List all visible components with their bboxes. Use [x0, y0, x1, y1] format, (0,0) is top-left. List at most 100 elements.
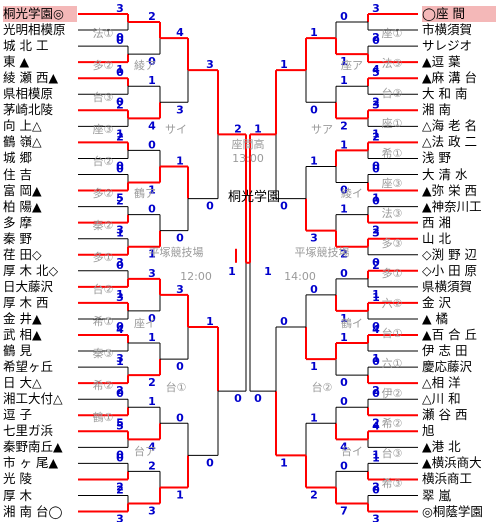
- score: 0: [372, 159, 380, 172]
- team-name-right: ◇渕 野 辺: [422, 246, 478, 262]
- team-name-left: 市 ヶ 尾▲: [3, 455, 59, 471]
- venue-label: 台ア: [134, 444, 156, 458]
- team-name-right: 県横須賀: [422, 278, 473, 294]
- team-name-right: 瀬 谷 西: [422, 407, 468, 423]
- score: 2: [372, 416, 380, 429]
- team-name-left: 向 上△: [3, 118, 42, 134]
- score: 5: [116, 192, 124, 205]
- team-name-left: 住 吉: [3, 166, 32, 182]
- venue-label: 座ア: [341, 58, 363, 72]
- venue-label: 希③: [382, 476, 403, 490]
- score: 0: [310, 103, 318, 116]
- venue-label: 伊②: [382, 387, 403, 400]
- score: 3: [310, 232, 318, 245]
- score: 1: [116, 355, 124, 368]
- venue-label: 多②: [93, 58, 114, 72]
- score: 2: [116, 98, 124, 111]
- team-name-left: 秦 野: [3, 230, 32, 246]
- team-name-left: 七里ガ浜: [3, 423, 54, 439]
- score: 4: [148, 440, 156, 453]
- score: 2: [372, 480, 380, 493]
- team-name-left: 希望ヶ丘: [3, 359, 54, 375]
- time-note: 13:00: [232, 152, 264, 165]
- score: 0: [176, 411, 184, 424]
- team-name-right: 市横須賀: [422, 22, 473, 38]
- team-name-left: 綾 瀬 西▲: [3, 70, 59, 86]
- team-name-right: 翠 嵐: [422, 487, 451, 503]
- venue-label: 座①: [382, 116, 403, 130]
- venue-label: 鶴イ: [341, 316, 363, 330]
- team-name-right: 旭: [422, 423, 435, 439]
- champion-label: 桐光学園: [228, 190, 281, 205]
- score: 0: [372, 387, 380, 400]
- venue-label: 座①: [382, 26, 403, 40]
- score: 0: [340, 10, 348, 23]
- team-name-left: 厚 木: [3, 487, 32, 503]
- score: 0: [116, 451, 124, 464]
- score: 1: [372, 192, 380, 205]
- score: 4: [372, 323, 380, 336]
- team-name-right: ▲弥 栄 西: [422, 182, 478, 198]
- score: 0: [372, 34, 380, 47]
- venue-label: 座③: [93, 122, 114, 136]
- team-name-left: 秦野南丘▲: [3, 439, 63, 455]
- score: 4: [116, 323, 124, 336]
- score: 2: [116, 130, 124, 143]
- team-name-left: 厚 木 西: [3, 294, 49, 310]
- score: 3: [116, 513, 124, 522]
- score: 3: [372, 227, 380, 240]
- team-name-right: ▲百 合 丘: [422, 327, 478, 342]
- score: 1: [310, 411, 318, 424]
- score: 0: [116, 95, 124, 108]
- score: 0: [310, 283, 318, 296]
- score: 3: [116, 352, 124, 365]
- score: 1: [340, 331, 348, 344]
- team-name-right: 湘 南: [422, 102, 451, 118]
- venue-label: 台②: [93, 154, 114, 168]
- score: 0: [280, 315, 288, 328]
- venue-label: 台②: [312, 380, 333, 394]
- score: 5: [116, 419, 124, 432]
- team-name-right: 大 清 水: [422, 166, 468, 182]
- venue-label: サア: [311, 123, 333, 136]
- venue-label: 多①: [382, 266, 403, 280]
- score: 1: [148, 395, 156, 408]
- score: 2: [340, 119, 348, 132]
- score: 0: [116, 387, 124, 400]
- team-name-right: 金 沢: [422, 294, 451, 310]
- venue-label: 台イ: [341, 444, 363, 458]
- team-name-right: 伊 志 田: [422, 343, 468, 359]
- score: 4: [372, 63, 380, 76]
- final-score-left: 1: [228, 265, 236, 278]
- team-name-left: 城 北 工: [3, 38, 49, 54]
- score: 0: [372, 484, 380, 497]
- score: 1: [148, 184, 156, 197]
- team-name-right: ▲横浜商大: [422, 455, 482, 471]
- final-score-right: 1: [264, 265, 272, 278]
- score: 0: [234, 392, 242, 405]
- score: 0: [148, 138, 156, 151]
- venue-label: 希②: [382, 416, 403, 430]
- score: 2: [372, 130, 380, 143]
- team-name-right: ◯座 間: [422, 6, 496, 22]
- team-name-right: 横浜商工: [422, 471, 473, 487]
- team-name-right: ◇小 田 原: [422, 262, 478, 278]
- score: 0: [176, 232, 184, 245]
- score: 0: [206, 200, 214, 213]
- venue-label: 秦②: [93, 218, 114, 232]
- score: 0: [340, 184, 348, 197]
- score: 1: [340, 74, 348, 87]
- score: 2: [340, 248, 348, 261]
- venue-note: 平塚競技場: [149, 245, 204, 259]
- score: 1: [372, 291, 380, 304]
- score: 3: [148, 267, 156, 280]
- score: 4: [176, 26, 184, 39]
- score: 2: [372, 224, 380, 237]
- score: 3: [116, 224, 124, 237]
- score: 1: [372, 127, 380, 140]
- score: 0: [148, 55, 156, 68]
- team-name-left: 光 陵: [3, 471, 32, 487]
- time-note: 12:00: [180, 270, 212, 283]
- team-name-right: 大 和 南: [422, 86, 468, 102]
